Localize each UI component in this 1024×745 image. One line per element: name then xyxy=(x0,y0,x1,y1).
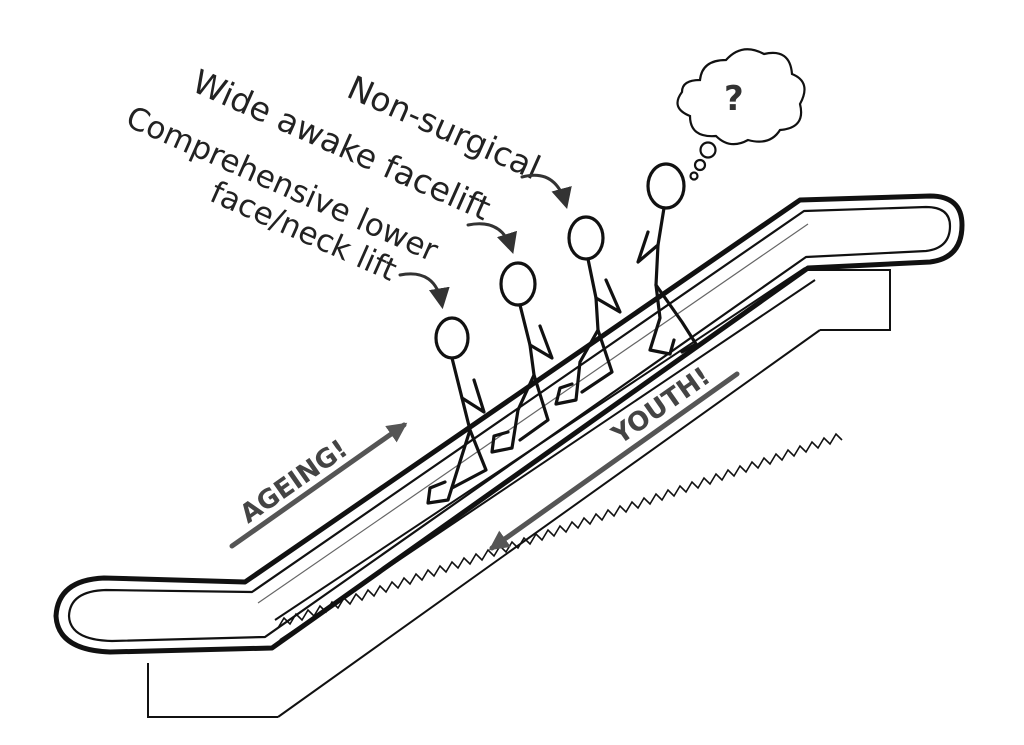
pointer-comprehensive xyxy=(398,272,450,310)
figure-non-surgical xyxy=(554,215,622,406)
thought-question-mark: ? xyxy=(724,79,744,119)
escalator xyxy=(53,193,965,718)
youth-arrow xyxy=(488,371,740,551)
figure-wide-awake xyxy=(490,261,554,454)
balustrade-edge xyxy=(257,223,809,604)
steps-top-edge xyxy=(274,267,806,621)
steps-bottom-edge xyxy=(279,279,816,641)
label-ageing: AGEING! xyxy=(235,434,354,530)
ageing-arrow xyxy=(229,422,408,549)
pointer-wide-awake xyxy=(466,222,518,255)
figure-comprehensive xyxy=(426,316,488,505)
thought-cloud xyxy=(676,48,806,146)
steps-sawtooth xyxy=(277,432,843,629)
handrail-inner xyxy=(67,205,952,643)
pointer-non-surgical xyxy=(520,173,572,210)
figure-top xyxy=(636,162,698,356)
lower-support-box xyxy=(147,663,278,718)
handrail-outer xyxy=(53,193,965,655)
escalator-underside xyxy=(277,329,821,718)
upper-support-box xyxy=(805,269,891,331)
thought-bubble xyxy=(676,48,806,181)
